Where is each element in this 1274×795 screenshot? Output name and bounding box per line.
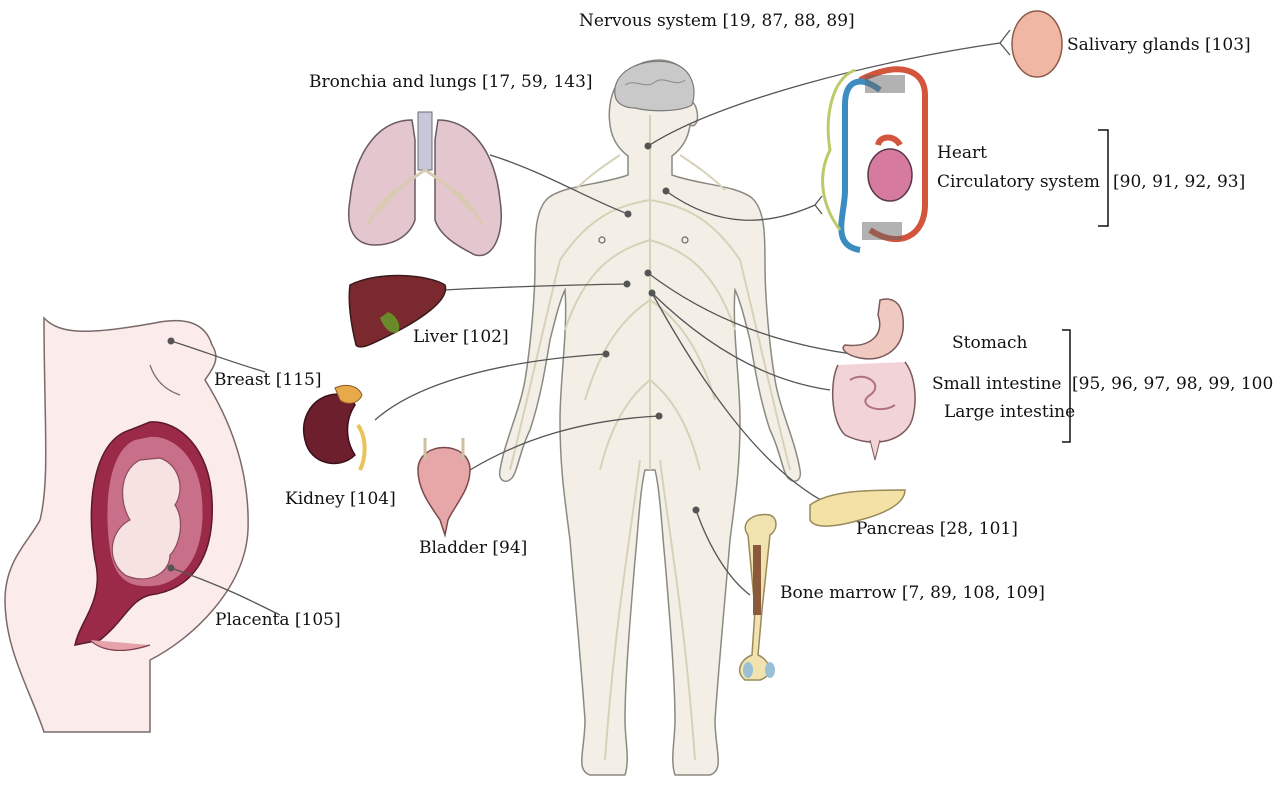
label-nervous-system: Nervous system [19, 87, 88, 89] [579, 11, 855, 31]
label-breast: Breast [115] [214, 370, 322, 390]
label-bronchia-lungs: Bronchia and lungs [17, 59, 143] [309, 72, 593, 92]
ureter [358, 425, 365, 470]
bone-joint-right [765, 662, 775, 678]
bladder-shape [418, 448, 470, 536]
capillary-bed-top [865, 75, 905, 93]
heart-shape [868, 149, 912, 201]
large-intestine-shape [833, 362, 915, 442]
label-small-intestine: Small intestine [932, 374, 1061, 394]
connector-heart-fork [815, 196, 822, 214]
label-liver: Liver [102] [413, 327, 509, 347]
label-salivary-glands: Salivary glands [103] [1067, 35, 1251, 55]
label-bone-marrow: Bone marrow [7, 89, 108, 109] [780, 583, 1045, 603]
trachea [418, 112, 432, 170]
rectum [870, 440, 880, 460]
label-heart-refs: [90, 91, 92, 93] [1113, 172, 1245, 192]
marrow-cavity [753, 545, 761, 615]
salivary-gland-illustration [1012, 11, 1062, 77]
digestive-group-bracket [1062, 330, 1070, 442]
kidney-shape [304, 394, 355, 463]
label-kidney: Kidney [104] [285, 489, 396, 509]
label-stomach: Stomach [952, 333, 1027, 353]
bladder-illustration [418, 438, 470, 535]
label-bladder: Bladder [94] [419, 538, 527, 558]
right-lung [435, 120, 501, 256]
connector-salivary [648, 43, 1000, 146]
brain [615, 61, 694, 110]
label-large-intestine: Large intestine [944, 402, 1075, 422]
label-pancreas: Pancreas [28, 101] [856, 519, 1018, 539]
label-digestive-refs: [95, 96, 97, 98, 99, 100] [1072, 374, 1274, 394]
kidney-illustration [304, 385, 365, 470]
bone-illustration [740, 515, 776, 680]
label-circulatory-system: Circulatory system [937, 172, 1100, 192]
aorta [878, 138, 900, 146]
label-heart: Heart [937, 143, 987, 163]
lymph-vessel [823, 70, 855, 230]
digestive-illustration [833, 299, 915, 460]
capillary-bed-bottom [862, 222, 902, 240]
bone-joint-left [743, 662, 753, 678]
pregnant-figure [5, 318, 248, 732]
stomach-shape [843, 299, 903, 359]
label-placenta: Placenta [105] [215, 610, 341, 630]
connector-salivary-fork [1000, 30, 1010, 55]
circulatory-illustration [823, 69, 925, 250]
lungs-illustration [349, 112, 502, 256]
